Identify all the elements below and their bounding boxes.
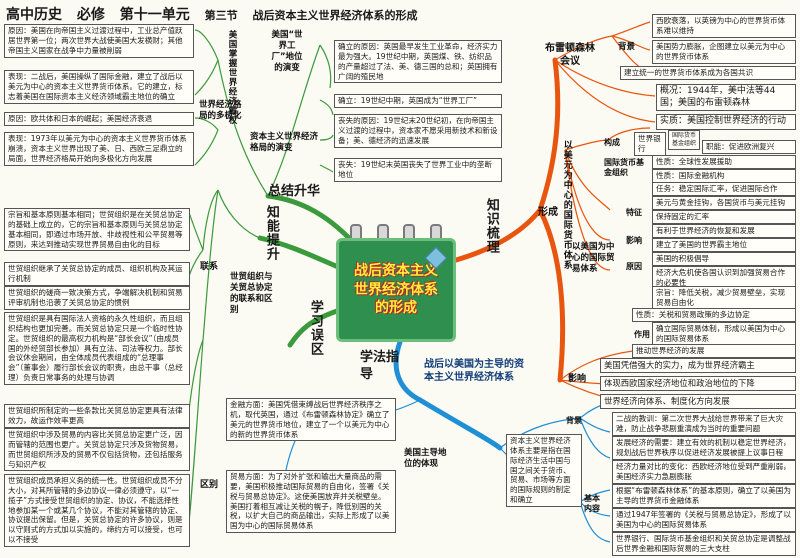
summary-factory-main: 资本主义世界经济格局的演变: [250, 132, 319, 154]
sys-content-item: 根据“布雷顿森林体系”的基本原则，确立了以美国为主导的世界货币金融体系: [612, 484, 796, 508]
green-leaves: [187, 29, 334, 531]
link-item: 宗旨和基本原则基本相同；世贸组织是在关贸总协定的基础上成立的，它的宗旨和基本原则…: [4, 208, 190, 252]
bw-bg-label: 背景: [618, 42, 636, 52]
fin-feature-2: 保持固定的汇率: [652, 210, 796, 224]
title-unit: 第十一单元: [119, 7, 190, 23]
fin-effect-1: 有利于世界经济的恢复和发展: [652, 224, 796, 238]
summary-item: 原因：美国在向帝国主义过渡过程中，工业总产值跃居世界第一位；两次世界大战使美国大…: [4, 24, 194, 58]
page-title: 高中历史 必修 第十一单元 第三节 战后资本主义世界经济体系的形成: [6, 4, 428, 24]
bw-bg-item: 美国势力膨胀，企图建立以美元为中心的世界货币体系: [652, 40, 796, 64]
fin-imf-task: 任务：稳定国际汇率，促进国际合作: [652, 182, 796, 196]
link-item: 世贸组织的磋商一致决策方式，争端解决机制和贸易评审机制也沿袭了关贸总协定的惯例: [4, 286, 190, 310]
diff-item: 世贸组织是具有国际法人资格的永久性组织，而且组织结构也更加完善。而关贸总协定只是…: [4, 312, 190, 386]
fin-bank: 世界银行: [634, 132, 666, 156]
link-label: 联系: [200, 262, 219, 272]
bw-head: 布雷顿森林会议: [545, 43, 595, 67]
summary-item: 表现：1973年以美元为中心的资本主义世界货币体系崩溃，资本主义世界出现了美、日…: [4, 132, 194, 166]
sys-bg-item: 二战的教训：第二次世界大战给世界带来了巨大灾难，防止战争悲剧重演成为当时的重要问…: [612, 412, 796, 436]
branch-knowledge-label: 知识梳理: [483, 198, 499, 254]
sys-bg: 背景: [566, 416, 582, 425]
branch-review-label: 学习误区: [307, 300, 323, 356]
impact-item: 世界经济向体系、制度化方向发展: [600, 394, 796, 409]
fin-imf-nature: 性质：国际金融机构: [652, 169, 796, 183]
factory-item: 丧失的原因：19世纪末20世纪初，在向帝国主义过渡的过程中，资本家不愿采用新技术…: [334, 114, 502, 148]
fin-bank-nature: 性质：全球性发展援助: [652, 155, 796, 169]
sys-content: 基本内容: [584, 494, 600, 514]
fin-effect-2: 建立了美国的世界霸主地位: [652, 238, 796, 252]
rel-head: 世贸组织与关贸总协定的联系和区别: [230, 272, 273, 316]
fin-effect: 影响: [626, 236, 642, 245]
bw-summary: 概况：1944年，美中法等44国；美国的布雷顿森林: [656, 84, 796, 112]
sys-bg-item: 发展经济的需要：建立有效的机制以稳定世界经济，规划战后世界秩序以促进经济发展被提…: [612, 436, 796, 460]
diff-label: 区别: [200, 480, 219, 490]
impact-label: 影响: [568, 374, 587, 384]
trade-head: 以美国为中心的国际贸易体系: [572, 242, 615, 275]
diff-item: 世贸组织成员承担义务的统一性。世贸组织成员不分大小，对其所管辖的多边协议一律必须…: [4, 474, 190, 548]
branch-knowledge: [453, 207, 543, 263]
sys-content-item: 通过1947年签署的《关税与贸易总协定》，形成了以美国为中心的国际贸易体系: [612, 508, 796, 532]
summary-item: 表现：二战后，美国操纵了国际金融，建立了战后以美元为中心的资本主义世界货币体系。…: [4, 70, 194, 104]
form-label: 形成: [538, 207, 558, 218]
lead-head: 美国主导地位的体现: [404, 448, 447, 470]
fin-head: 以美元为中心的国际货币体系: [561, 140, 572, 270]
impact-item: 体现西欧国家经济地位和政治地位的下降: [600, 376, 796, 391]
branch-summary-label: 总结升华: [268, 184, 321, 199]
fin-struct: 构成: [604, 138, 620, 147]
factory-item: 确立：19世纪中期，英国成为“世界工厂”: [334, 94, 502, 108]
sys-head: 资本主义世界经济体系主要是指在国际经济生活中国与国之间关于货币、贸易、市场等方面…: [506, 434, 582, 508]
tr-role-1: 确立国际贸易体制，形成以美国为中心的国际贸易体系: [652, 322, 796, 346]
title-course: 必修: [76, 7, 105, 23]
title-topic: 战后资本主义世界经济体系的形成: [252, 9, 418, 22]
fin-bank-desc: 职能：促进欧洲复兴: [702, 140, 796, 154]
factory-item: 确立的原因：英国最早发生工业革命，经济实力最为强大。19世纪中期，英国煤、铁、纺…: [334, 40, 502, 84]
summary-item: 原因：欧共体和日本的崛起；美国经济衰退: [4, 112, 194, 126]
branch-learning-label: 学法指导: [360, 350, 400, 382]
branch-learning: [393, 339, 423, 403]
sys-content-item: 世界银行、国际货币基金组织和关贸总协定是调整战后世界金融和国际贸易的三大支柱: [612, 532, 796, 556]
sys-bg-item: 经济力量对比的变化：西欧经济地位受到严重削弱，美国经济实力急剧膨胀: [612, 460, 796, 484]
fin-feature: 特征: [626, 208, 642, 217]
tr-reason: 原因: [626, 262, 642, 271]
fin-imf: 国际货币基金组织: [668, 130, 700, 150]
title-subject: 高中历史: [6, 7, 62, 23]
branch-improve-label: 知能提升: [263, 205, 279, 261]
tr-role-2: 推动世界经济的发展: [632, 344, 796, 358]
summary-factory-head: 美国“世界工厂”地位的演变: [271, 30, 303, 74]
diff-item: 世贸组织所制定的一些条款比关贸总协定更具有法律效力，故运作效率更高: [4, 404, 190, 428]
lead-trade: 贸易方面：为了对外扩张和输出大量商品的需要，美国积极推动国际贸易的自由化，签署《…: [226, 470, 396, 534]
branch-improve: [257, 235, 348, 273]
fin-feature-1: 美元与黄金挂钩，各国货币与美元挂钩: [652, 196, 796, 210]
tr-nature: 性质：关税和贸易政策的多边协定: [632, 308, 796, 322]
tr-reason-1: 美国的积极倡导: [652, 252, 796, 266]
summary-shift-head: 世界经济格局的多极化: [199, 100, 242, 122]
orange-branches: [453, 57, 566, 383]
link-item: 世贸组织继承了关贸总协定的成员、组织机构及其运行机制: [4, 262, 190, 286]
summary-shift-main: 美国掌握世界经济霸权: [227, 30, 238, 125]
blue-branches: [393, 339, 503, 451]
fin-imf-head: 国际货币基金组织: [604, 158, 644, 178]
impact-item: 美国凭借强大的实力，成为世界经济霸主: [600, 358, 796, 373]
tr-aim: 宗旨：降低关税，减少贸易壁垒，实现贸易自由化: [652, 286, 796, 310]
diff-item: 世贸组织中涉及贸易的内容比关贸总协定更广泛，因而管辖的范围也更广。关贸总协定只涉…: [4, 428, 190, 472]
bw-bg-item: 建立统一的世界货币体系成为各国共识: [620, 66, 796, 80]
lead-gold: 金融方面：美国凭借束缚战后世界经济秩序之机，取代英国，通过《布雷顿森林协定》确立…: [226, 398, 396, 442]
tr-role: 作用: [634, 330, 650, 339]
bw-bg-item: 西欧衰落，以英镑为中心的世界货币体系难以维持: [652, 14, 796, 38]
title-section: 第三节: [204, 9, 238, 22]
branch-review: [287, 307, 343, 348]
central-topic-text: 战后资本主义世界经济体系的形成: [354, 262, 438, 317]
factory-item: 丧失：19世纪末英国丧失了世界工业中的垄断地位: [334, 158, 502, 182]
lead-main: 战后以美国为主导的资本主义世界经济体系: [424, 359, 524, 383]
bw-essence: 实质：美国控制世界经济的行动: [656, 114, 796, 130]
